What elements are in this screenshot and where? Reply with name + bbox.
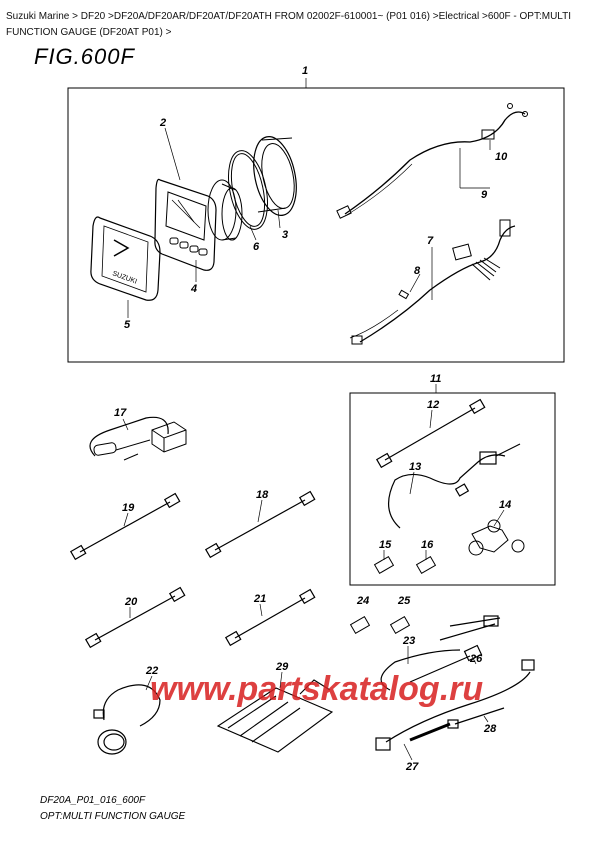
sensor-22 xyxy=(93,684,161,755)
callout-14: 14 xyxy=(499,499,511,511)
figure-title: FIG.600F xyxy=(34,44,135,69)
tie-28 xyxy=(447,707,505,729)
breadcrumb-item-model[interactable]: DF20A/DF20AR/DF20AT/DF20ATH FROM 02002F-… xyxy=(113,11,430,22)
kit-bag-29 xyxy=(216,679,334,753)
nut-part xyxy=(253,136,297,216)
cable-20 xyxy=(84,586,186,649)
callout-26: 26 xyxy=(469,653,483,665)
breadcrumb-item-current: 600F - OPT:MULTI FUNCTION GAUGE (DF20AT … xyxy=(6,11,571,38)
cable-23 xyxy=(380,615,501,691)
callout-9: 9 xyxy=(481,189,488,201)
cable-27 xyxy=(375,659,535,751)
callout-5: 5 xyxy=(124,319,131,331)
harness-9 xyxy=(336,103,528,219)
callout-24: 24 xyxy=(356,595,369,607)
callout-17: 17 xyxy=(114,407,127,419)
callout-7: 7 xyxy=(427,235,434,247)
cable-19 xyxy=(69,492,181,561)
callout-11: 11 xyxy=(430,373,441,385)
breadcrumb-item-df20[interactable]: DF20 xyxy=(80,11,106,22)
callout-12: 12 xyxy=(427,399,439,411)
callout-8: 8 xyxy=(414,265,421,277)
callout-2: 2 xyxy=(159,117,166,129)
callout-15: 15 xyxy=(379,539,392,551)
callout-23: 23 xyxy=(402,635,415,647)
callout-1: 1 xyxy=(302,65,308,77)
callout-27: 27 xyxy=(405,761,419,773)
assembly-frame-1 xyxy=(67,87,565,363)
cable-12 xyxy=(375,398,486,469)
callout-13: 13 xyxy=(409,461,421,473)
leader-lines xyxy=(122,78,505,761)
breadcrumb-item-suzuki-marine[interactable]: Suzuki Marine xyxy=(6,11,70,22)
callout-4: 4 xyxy=(190,283,197,295)
callout-16: 16 xyxy=(421,539,434,551)
cable-17 xyxy=(89,416,187,461)
terminator-15 xyxy=(373,555,395,575)
callout-18: 18 xyxy=(256,489,269,501)
cable-21 xyxy=(224,588,316,647)
cable-26 xyxy=(409,644,483,683)
callout-10: 10 xyxy=(495,151,508,163)
terminator-25 xyxy=(389,615,411,635)
callout-19: 19 xyxy=(122,502,135,514)
breadcrumb: Suzuki Marine > DF20 >DF20A/DF20AR/DF20A… xyxy=(6,11,571,38)
callout-29: 29 xyxy=(275,661,289,673)
breadcrumb-item-electrical[interactable]: Electrical xyxy=(438,11,480,22)
terminator-16 xyxy=(415,555,437,575)
assembly-frame-11 xyxy=(349,392,556,586)
callout-28: 28 xyxy=(483,723,497,735)
callout-22: 22 xyxy=(145,665,158,677)
figure-caption: OPT:MULTI FUNCTION GAUGE xyxy=(40,811,186,822)
terminator-24 xyxy=(349,615,371,635)
callout-3: 3 xyxy=(282,229,288,241)
callout-21: 21 xyxy=(253,593,266,605)
t-connector-14 xyxy=(468,519,525,556)
cable-13 xyxy=(388,443,521,529)
callout-6: 6 xyxy=(253,241,260,253)
callout-25: 25 xyxy=(397,595,411,607)
figure-code: DF20A_P01_016_600F xyxy=(40,795,146,806)
harness-7 xyxy=(349,219,516,345)
callout-20: 20 xyxy=(124,596,138,608)
watermark-text: www.partskatalog.ru xyxy=(150,670,483,708)
cable-18 xyxy=(204,490,316,559)
